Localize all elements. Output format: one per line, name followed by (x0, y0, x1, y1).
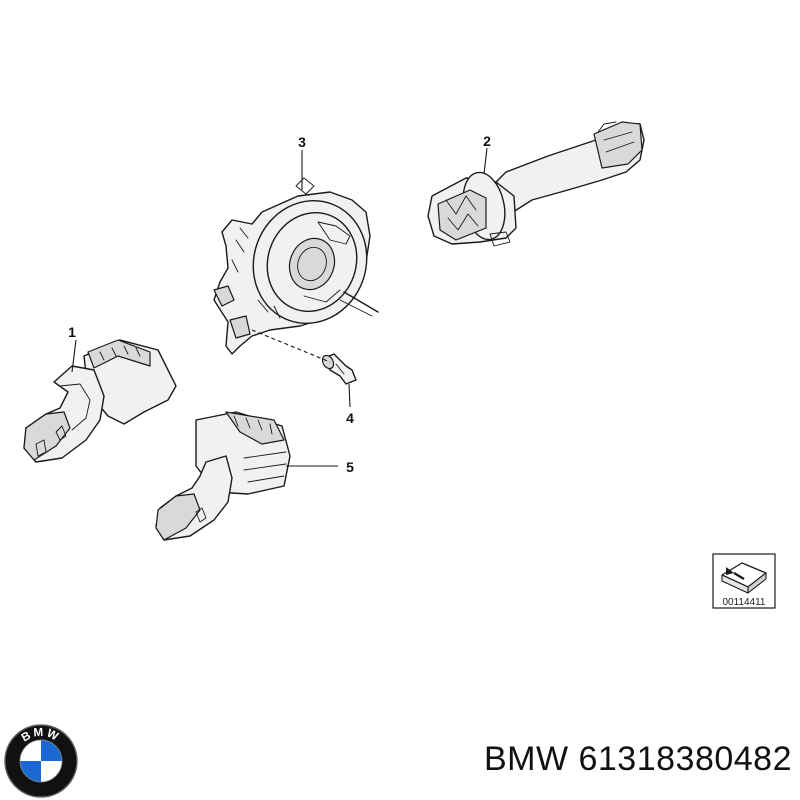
svg-text:BMW: BMW (19, 726, 62, 745)
reference-code: 00114411 (722, 597, 766, 608)
part-1-stalk-switch (23, 339, 177, 463)
part-number-caption: BMW 61318380482 (483, 740, 792, 778)
leader-line-4-dashed (251, 329, 331, 363)
part-4-pin (321, 353, 357, 385)
reference-icon (712, 553, 776, 609)
part-2-stalk-switch (427, 121, 645, 247)
bmw-logo: BMW (4, 724, 78, 798)
callout-1: 1 (68, 324, 76, 340)
part-3-slip-ring (213, 177, 379, 355)
leader-line-4 (348, 383, 351, 408)
leader-line-1 (71, 339, 77, 373)
callout-3: 3 (298, 134, 306, 150)
callout-5: 5 (346, 459, 354, 475)
leader-line-2 (483, 147, 488, 175)
callout-4: 4 (346, 410, 354, 426)
part-5-stalk-switch (155, 411, 291, 541)
callout-2: 2 (483, 133, 491, 149)
